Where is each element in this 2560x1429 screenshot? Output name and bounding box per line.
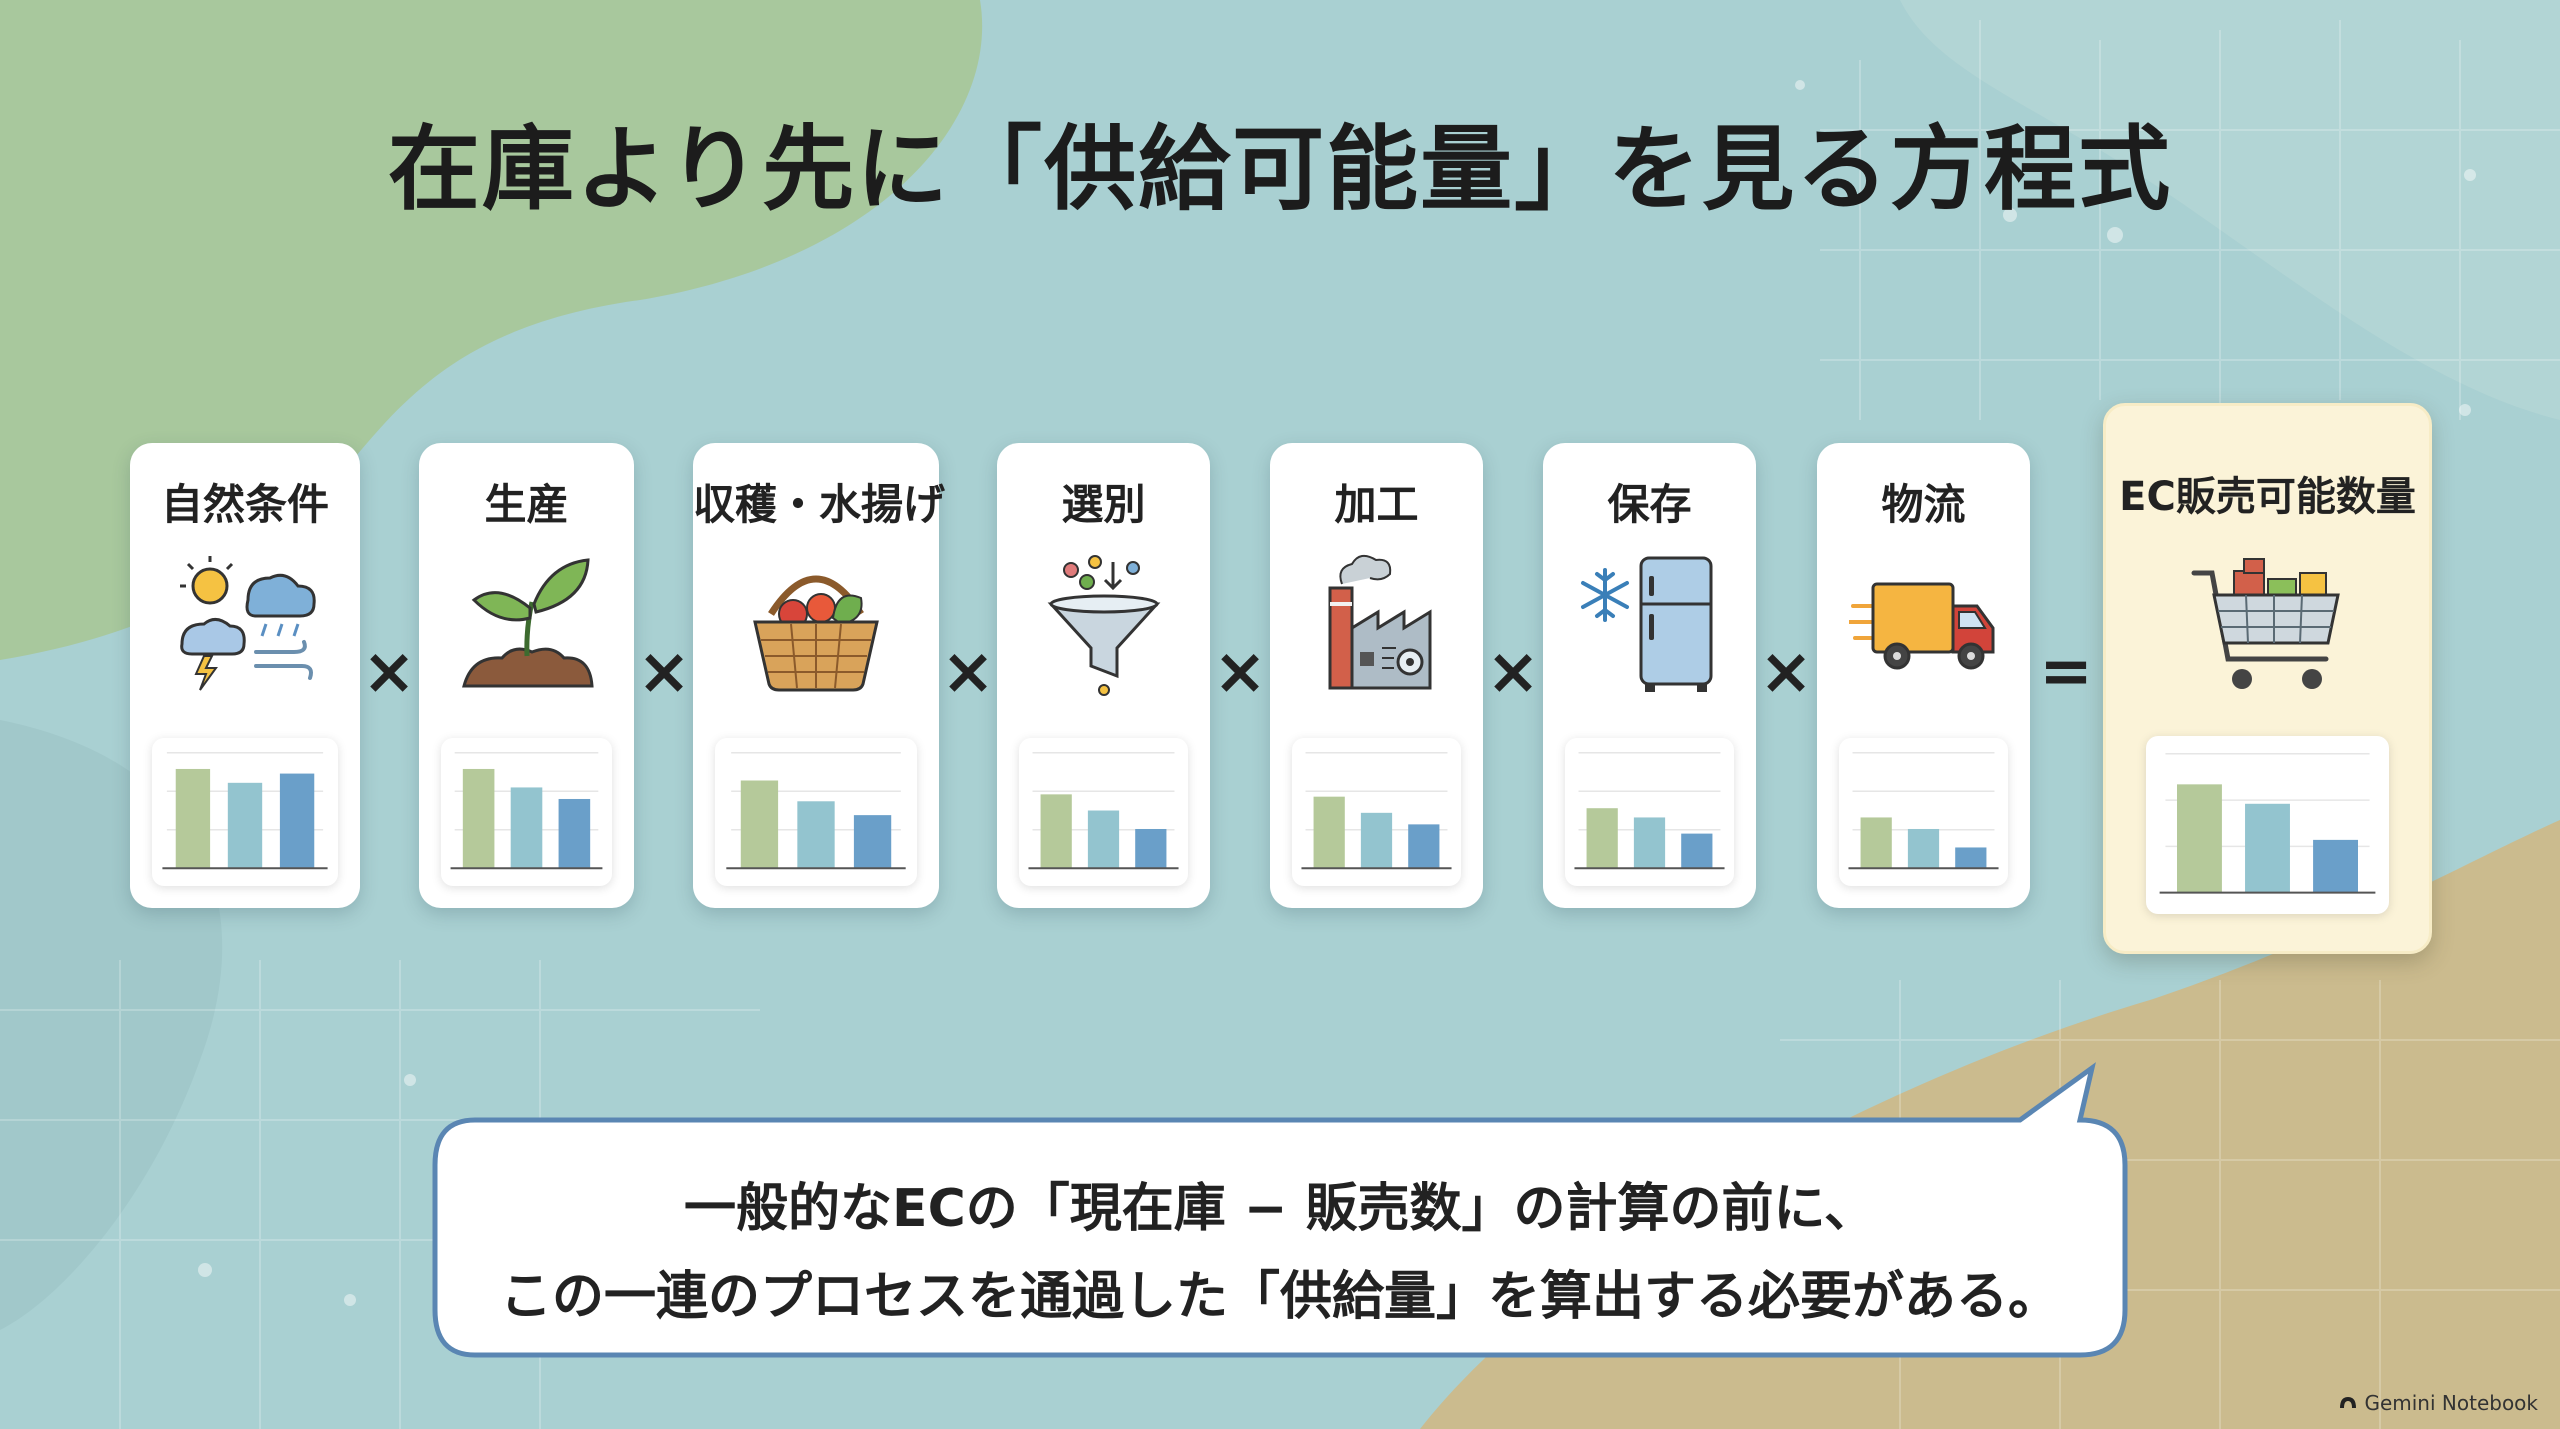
bar-3: [279, 773, 315, 869]
delivery-truck-icon: [1846, 548, 1999, 702]
mini-bar-chart: [1019, 738, 1188, 886]
bar-1: [1040, 794, 1072, 869]
bar-3: [1408, 824, 1440, 869]
step-card-logistics: 物流: [1817, 443, 2030, 908]
multiply-operator: ×: [1213, 635, 1267, 709]
bar-2: [797, 801, 835, 869]
refrigerator-icon: [1575, 548, 1725, 702]
bar-3: [1681, 833, 1713, 869]
mini-bar-chart: [1292, 738, 1461, 886]
bar-1: [462, 768, 495, 869]
bar-2: [1087, 810, 1120, 869]
bar-1: [175, 768, 211, 869]
weather-icon: [170, 548, 320, 702]
mini-bar-chart: [441, 738, 612, 886]
step-card-processing: 加工: [1270, 443, 1483, 908]
bar-2: [2245, 803, 2290, 893]
equals-operator: =: [2039, 635, 2093, 709]
mini-bar-chart: [1839, 738, 2008, 886]
bar-2: [510, 787, 543, 869]
multiply-operator: ×: [941, 635, 995, 709]
multiply-operator: ×: [637, 635, 691, 709]
brand-name: Gemini Notebook: [2364, 1391, 2538, 1415]
callout-bubble: [432, 1062, 2128, 1358]
bar-1: [1313, 796, 1345, 869]
bar-2: [1907, 828, 1940, 869]
multiply-operator: ×: [362, 635, 416, 709]
bar-1: [1860, 817, 1892, 869]
result-card-ec-sellable-quantity: EC販売可能数量: [2103, 403, 2432, 954]
step-label: 物流: [1881, 480, 1966, 529]
step-card-harvest: 収穫・水揚げ: [693, 443, 946, 908]
bar-3: [558, 798, 591, 869]
page-title: 在庫より先に「供給可能量」を見る方程式: [387, 116, 2173, 223]
bar-1: [740, 780, 779, 869]
bar-2: [1360, 812, 1393, 869]
harvest-basket-icon: [741, 548, 891, 702]
step-card-storage: 保存: [1543, 443, 1756, 908]
step-label: 生産: [484, 480, 569, 529]
step-label: 加工: [1334, 480, 1419, 529]
multiply-operator: ×: [1486, 635, 1540, 709]
mini-bar-chart: [1565, 738, 1734, 886]
factory-icon: [1302, 548, 1452, 702]
sprout-icon: [452, 548, 602, 702]
multiply-operator: ×: [1759, 635, 1813, 709]
step-label: 保存: [1607, 480, 1692, 529]
shopping-cart-icon: [2188, 551, 2348, 705]
bar-3: [1955, 847, 1987, 869]
bar-3: [1135, 828, 1167, 869]
callout-text: 一般的なECの「現在庫 − 販売数」の計算の前に、 この一連のプロセスを通過した…: [440, 1165, 2120, 1341]
callout-line-1: 一般的なECの「現在庫 − 販売数」の計算の前に、: [684, 1179, 1876, 1239]
step-card-sorting: 選別: [997, 443, 1210, 908]
step-label: 自然条件: [160, 480, 329, 529]
bar-3: [853, 815, 892, 869]
brand-mark: Gemini Notebook: [2338, 1390, 2538, 1415]
step-label: 選別: [1061, 480, 1146, 529]
result-bar-chart: [2146, 736, 2389, 914]
notebook-icon: [2338, 1391, 2358, 1415]
bar-2: [227, 782, 263, 869]
funnel-icon: [1029, 548, 1179, 702]
step-label: 収穫・水揚げ: [693, 480, 946, 529]
mini-bar-chart: [715, 738, 917, 886]
bar-3: [2313, 839, 2358, 893]
step-card-natural-conditions: 自然条件: [130, 443, 360, 908]
result-label: EC販売可能数量: [2119, 474, 2416, 520]
bar-1: [1586, 808, 1618, 869]
mini-bar-chart: [152, 738, 338, 886]
bar-1: [2177, 784, 2222, 893]
step-card-production: 生産: [419, 443, 634, 908]
bar-2: [1633, 817, 1666, 869]
callout-line-2: この一連のプロセスを通過した「供給量」を算出する必要がある。: [499, 1267, 2060, 1327]
